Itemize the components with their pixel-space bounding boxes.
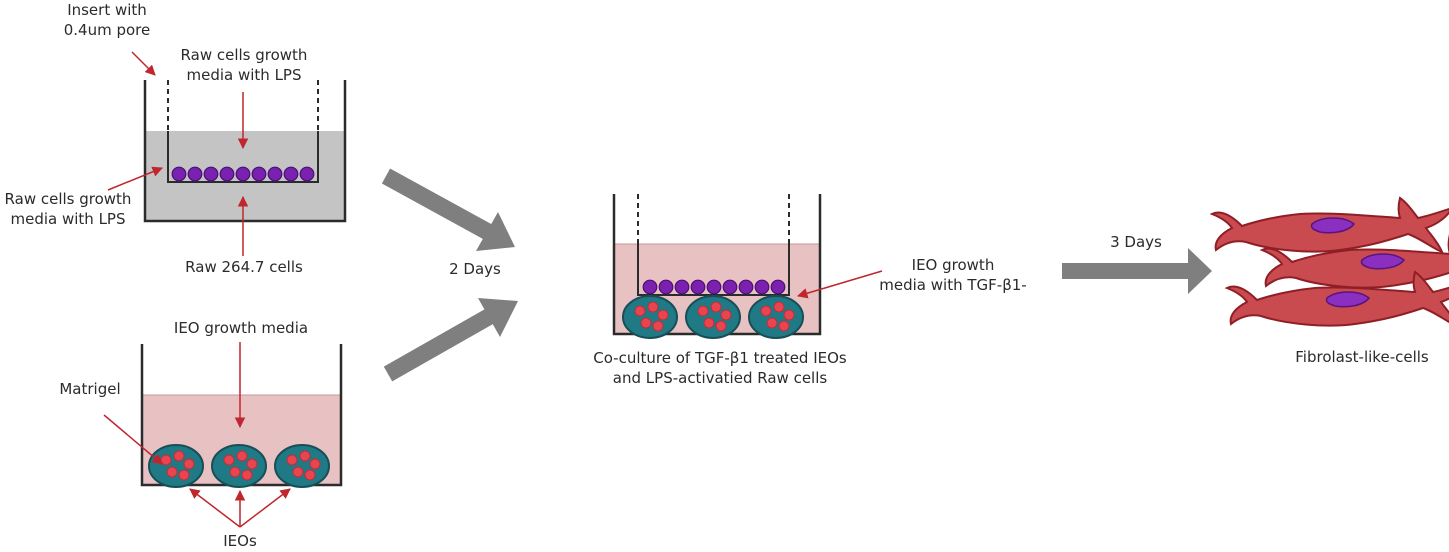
transwell-insert (167, 80, 319, 183)
label-ieo-media: IEO growth media (173, 319, 309, 337)
annotation-arrows (103, 51, 883, 528)
label-three-days: 3 Days (1110, 233, 1162, 251)
label-matrigel: Matrigel (59, 380, 121, 398)
ieo-well (140, 344, 343, 488)
process-arrow-bottom (383, 298, 518, 382)
label-fibroblast: Fibrolast-like-cells (1295, 348, 1429, 366)
raw-cell-layer (642, 279, 786, 295)
fibroblast-cells (1211, 197, 1449, 327)
organoid (685, 295, 741, 339)
fibroblast-cell (1211, 197, 1449, 253)
label-ieos: IEOs (223, 532, 257, 550)
organoid (622, 295, 678, 339)
label-raw-cells: Raw 264.7 cells (185, 258, 303, 276)
raw-cell-well (143, 80, 347, 223)
organoid (211, 444, 267, 488)
process-arrow-top (381, 168, 515, 251)
process-arrow-right (1062, 248, 1212, 294)
organoid (274, 444, 330, 488)
organoid (148, 444, 204, 488)
label-two-days: 2 Days (449, 260, 501, 278)
raw-cell-layer (171, 166, 315, 182)
coculture-well (612, 194, 822, 339)
organoid (748, 295, 804, 339)
